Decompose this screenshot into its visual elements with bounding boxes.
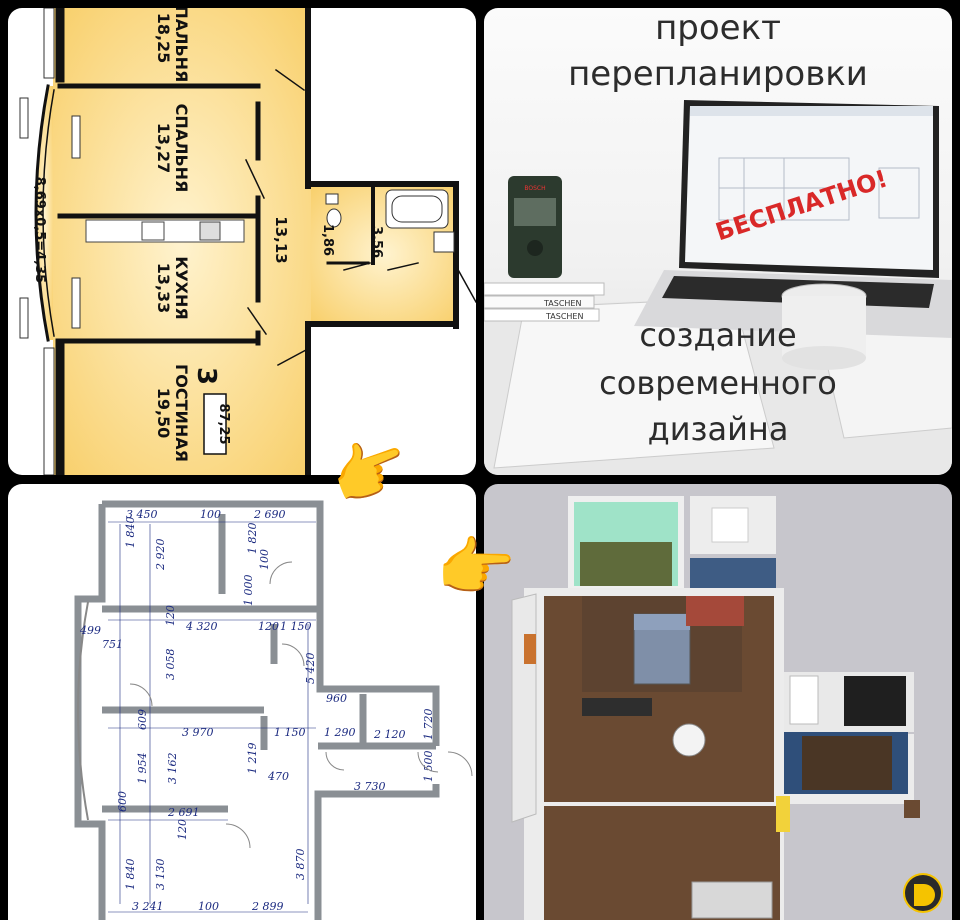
dim-14: 120 xyxy=(164,605,177,626)
room-area-bedroom2: 13,27 xyxy=(154,123,173,174)
corridor-area: 13,13 xyxy=(272,216,290,263)
dim-35: 3 241 xyxy=(132,900,164,913)
dim-13: 3 058 xyxy=(164,649,177,681)
dim-8: 499 xyxy=(79,624,101,637)
dimension-plan-panel: 3 450 100 2 690 1 840 2 920 1 820 100 1 … xyxy=(8,484,476,920)
dim-25: 1 219 xyxy=(246,743,259,775)
room-area-kitchen: 13,33 xyxy=(154,263,173,314)
dim-37: 2 899 xyxy=(251,900,284,913)
balcony-area: 8,69х0,5=4,35 xyxy=(32,177,47,283)
room-label-kitchen: КУХНЯ xyxy=(172,256,191,319)
wc-area: 1,86 xyxy=(320,224,335,256)
footer-line1: создание xyxy=(639,316,797,354)
bath-area: 3,56 xyxy=(369,226,384,258)
room-label-living: ГОСТИНАЯ xyxy=(172,364,191,462)
dim-21: 1 720 xyxy=(422,709,435,741)
dim-31: 120 xyxy=(176,819,189,840)
dim-28: 3 730 xyxy=(354,780,386,793)
dim-7: 1 000 xyxy=(242,575,255,607)
dim-12: 1 150 xyxy=(280,620,312,633)
dim-5: 1 820 xyxy=(246,523,259,555)
dim-29: 600 xyxy=(116,791,129,812)
floorplan-yellow: СПАЛЬНЯ 18,25 СПАЛЬНЯ 13,27 КУХНЯ 13,33 … xyxy=(19,8,476,475)
dim-4: 2 920 xyxy=(154,539,167,572)
dim-36: 100 xyxy=(198,900,219,913)
dim-24: 3 162 xyxy=(166,753,179,785)
dim-1: 100 xyxy=(200,508,221,521)
dim-33: 3 130 xyxy=(154,859,167,891)
brand-logo xyxy=(903,873,943,913)
dim-34: 3 870 xyxy=(294,849,307,881)
promo-illustration: TASCHEN TASCHEN BOSCH БЕСПЛАТНО! xyxy=(484,100,952,475)
laser-meter-brand: BOSCH xyxy=(524,185,545,192)
dim-18: 1 150 xyxy=(274,726,306,739)
room-label-bedroom1: СПАЛЬНЯ xyxy=(172,8,191,82)
promo-panel: TASCHEN TASCHEN BOSCH БЕСПЛАТНО! проект … xyxy=(484,8,952,475)
dim-27: 1 500 xyxy=(422,751,435,783)
floorplan-panel: СПАЛЬНЯ 18,25 СПАЛЬНЯ 13,27 КУХНЯ 13,33 … xyxy=(8,8,476,475)
heading-line1: проект xyxy=(655,8,781,48)
dim-32: 1 840 xyxy=(124,859,137,891)
dim-17: 3 970 xyxy=(182,726,214,739)
heading-line2: перепланировки xyxy=(568,54,868,94)
book-label-2: TASCHEN xyxy=(545,312,583,321)
dim-20: 2 120 xyxy=(373,728,406,741)
dim-11: 120 xyxy=(258,620,279,633)
render-3d xyxy=(511,496,920,920)
pointing-hand-icon-2: 👉 xyxy=(436,531,516,605)
dim-30: 2 691 xyxy=(167,806,200,819)
room-label-bedroom2: СПАЛЬНЯ xyxy=(172,104,191,193)
render-panel xyxy=(484,484,952,920)
dim-19: 1 290 xyxy=(324,726,356,739)
book-label: TASCHEN xyxy=(543,299,581,308)
dim-23: 1 954 xyxy=(136,753,149,785)
footer-line2: современного xyxy=(599,364,837,402)
dimension-plan: 3 450 100 2 690 1 840 2 920 1 820 100 1 … xyxy=(74,500,473,920)
footer-line3: дизайна xyxy=(647,410,789,448)
dim-10: 4 320 xyxy=(185,620,218,633)
dim-22: 609 xyxy=(136,709,149,730)
total-area: 87,25 xyxy=(216,403,231,444)
dim-3: 1 840 xyxy=(124,517,137,549)
dim-2: 2 690 xyxy=(253,508,286,521)
dim-6: 100 xyxy=(258,549,271,570)
rooms-count: 3 xyxy=(191,367,221,385)
room-area-living: 19,50 xyxy=(154,388,173,439)
dim-0: 3 450 xyxy=(126,508,158,521)
dim-15: 5 420 xyxy=(304,653,317,685)
plan-walls xyxy=(74,500,440,920)
dim-26: 470 xyxy=(267,770,289,783)
dim-9: 751 xyxy=(102,638,123,651)
dim-16: 960 xyxy=(326,692,347,705)
room-area-bedroom1: 18,25 xyxy=(154,13,173,64)
